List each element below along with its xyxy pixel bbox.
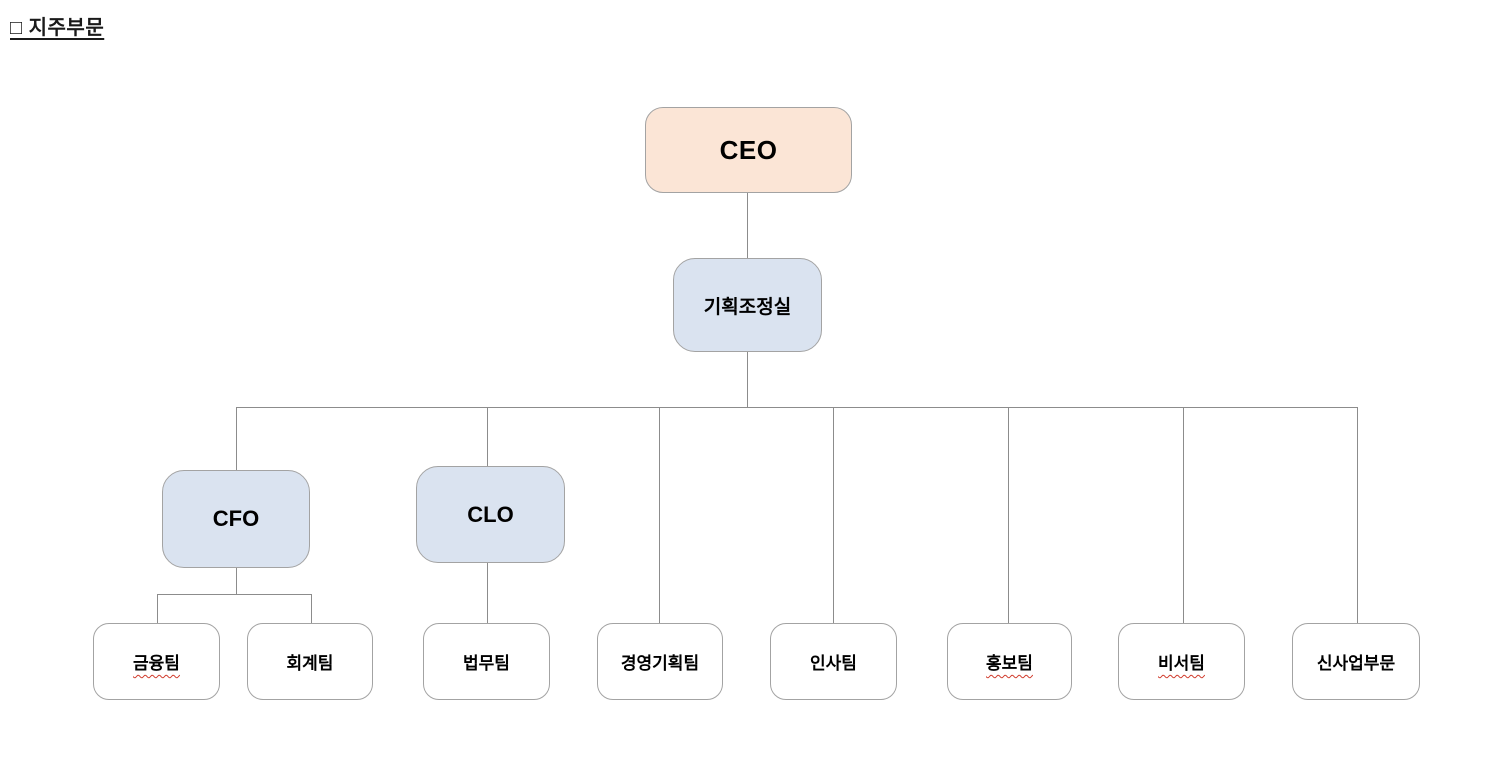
- node-team-legal: 법무팀: [423, 623, 550, 700]
- connector-cfo-to-subrail: [236, 568, 237, 594]
- connector-cfo-subrail: [157, 594, 312, 595]
- node-clo: CLO: [416, 466, 565, 563]
- node-ceo: CEO: [645, 107, 852, 193]
- node-team-pr-label: 홍보팀: [986, 654, 1033, 673]
- connector-rail-to-cfo: [236, 407, 237, 470]
- connector-subrail-to-team-finance: [157, 594, 158, 623]
- connector-subrail-to-team-accounting: [311, 594, 312, 623]
- node-team-secretary-label: 비서팀: [1158, 654, 1205, 673]
- node-team-new-business: 신사업부문: [1292, 623, 1420, 700]
- node-team-hr: 인사팀: [770, 623, 897, 700]
- node-team-management-planning-label: 경영기획팀: [620, 654, 700, 673]
- connector-clo-to-team-legal: [487, 563, 488, 623]
- node-team-finance-label: 금융팀: [133, 654, 180, 673]
- node-cfo: CFO: [162, 470, 310, 568]
- node-team-hr-label: 인사팀: [810, 654, 857, 673]
- node-staff-office: 기획조정실: [673, 258, 822, 352]
- node-team-accounting: 회계팀: [247, 623, 373, 700]
- node-staff-office-label: 기획조정실: [703, 296, 792, 318]
- connector-rail-to-team-pr: [1008, 407, 1009, 623]
- page-title: □ 지주부문: [10, 17, 105, 39]
- node-team-legal-label: 법무팀: [463, 654, 510, 673]
- node-team-accounting-label: 회계팀: [286, 654, 334, 673]
- node-team-finance: 금융팀: [93, 623, 220, 700]
- node-cfo-label: CFO: [212, 506, 260, 531]
- connector-rail-to-team-hr: [833, 407, 834, 623]
- node-team-new-business-label: 신사업부문: [1316, 654, 1396, 673]
- connector-rail-to-team-new-business: [1357, 407, 1358, 623]
- node-team-management-planning: 경영기획팀: [597, 623, 723, 700]
- node-ceo-label: CEO: [719, 134, 778, 165]
- connector-ceo-to-staff-office: [747, 193, 748, 258]
- node-clo-label: CLO: [467, 501, 514, 527]
- node-team-pr: 홍보팀: [947, 623, 1072, 700]
- connector-staff-office-to-rail: [747, 352, 748, 407]
- connector-rail-to-team-management-planning: [659, 407, 660, 623]
- connector-rail-to-clo: [487, 407, 488, 466]
- connector-main-rail: [236, 407, 1357, 408]
- connector-rail-to-team-secretary: [1183, 407, 1184, 623]
- node-team-secretary: 비서팀: [1118, 623, 1245, 700]
